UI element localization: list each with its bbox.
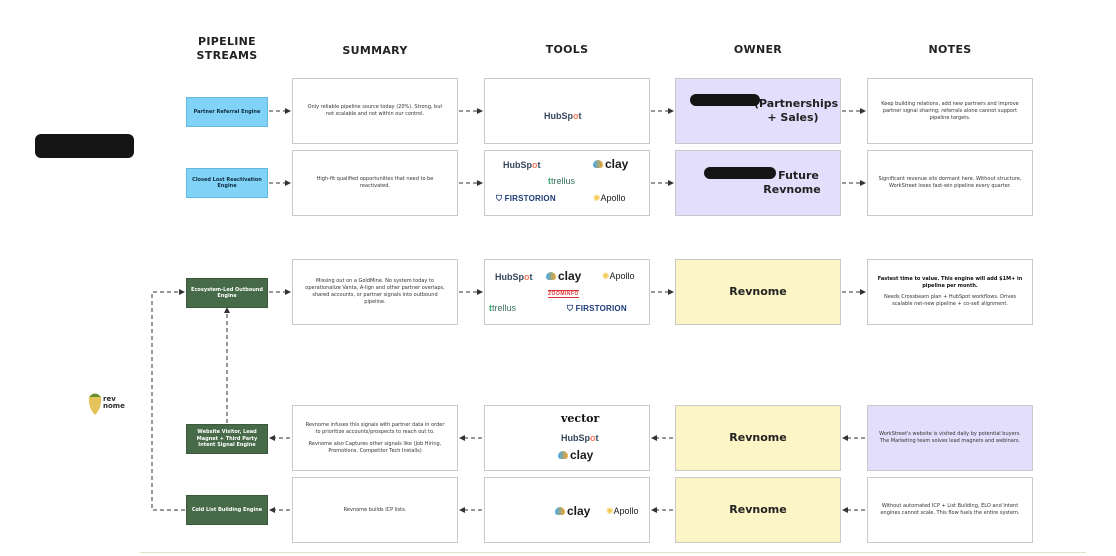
tools-ecosystem-outbound: HubSpot clay ✺Apollo ZOOMINFO ttrellus ⛉… xyxy=(484,259,650,325)
owner-website-visitor: Revnome xyxy=(675,405,841,471)
hubspot-logo: HubSpot xyxy=(503,160,541,170)
stream-website-visitor: Website Visitor, Lead Magnet + Third Par… xyxy=(186,424,268,454)
summary-ecosystem-outbound: Missing out on a GoldMine. No system tod… xyxy=(292,259,458,325)
clay-icon xyxy=(558,451,568,459)
clay-logo: clay xyxy=(546,269,581,283)
header-pipeline-streams: PIPELINE STREAMS xyxy=(186,35,268,63)
owner-ecosystem-outbound: Revnome xyxy=(675,259,841,325)
clay-icon xyxy=(546,272,556,280)
clay-logo: clay xyxy=(593,157,628,171)
notes-ecosystem-detail: Needs Crossbeam plan + HubSpot workflows… xyxy=(883,294,1017,307)
hubspot-logo: HubSpot xyxy=(495,272,533,282)
firstorion-logo: ⛉ FIRSTORION xyxy=(567,304,627,313)
tools-website-visitor: vector HubSpot clay xyxy=(484,405,650,471)
notes-closed-lost: Significant revenue sits dormant here. W… xyxy=(867,150,1033,216)
firstorion-logo: ⛉ FIRSTORION xyxy=(496,194,556,203)
apollo-logo: ✺Apollo xyxy=(602,271,635,281)
clay-logo: clay xyxy=(555,504,590,518)
redacted-company-logo xyxy=(35,134,134,158)
summary-website-visitor: Revnome infuses this signals with partne… xyxy=(292,405,458,471)
notes-cold-list: Without automated ICP + List Building, E… xyxy=(867,477,1033,543)
stream-partner-referral: Partner Referral Engine xyxy=(186,97,268,127)
owner-text-closed-lost: → Future Revnome xyxy=(763,169,821,196)
clay-icon xyxy=(593,160,603,168)
revnome-logo: rev nome xyxy=(86,388,132,416)
revnome-logo-line2: nome xyxy=(103,402,125,410)
owner-cold-list: Revnome xyxy=(675,477,841,543)
owner-partner-referral: (Partnerships + Sales) xyxy=(675,78,841,144)
stream-cold-list: Cold List Building Engine xyxy=(186,495,268,525)
zoominfo-logo: ZOOMINFO xyxy=(548,290,579,298)
clay-icon xyxy=(555,507,565,515)
summary-cold-list: Revnome builds ICP lists. xyxy=(292,477,458,543)
hubspot-logo: HubSpot xyxy=(561,433,599,443)
header-pipeline-line2: STREAMS xyxy=(196,49,258,62)
redacted-owner-name xyxy=(704,167,776,179)
tools-partner-referral: HubSpot xyxy=(484,78,650,144)
hubspot-logo: HubSpot xyxy=(544,111,582,121)
tools-cold-list: clay ✺Apollo xyxy=(484,477,650,543)
stream-closed-lost: Closed Lost Reactivation Engine xyxy=(186,168,268,198)
redacted-owner-name xyxy=(690,94,760,106)
apollo-logo: ✺Apollo xyxy=(606,506,639,516)
notes-partner-referral: Keep building relations, add new partner… xyxy=(867,78,1033,144)
header-owner: OWNER xyxy=(733,43,783,56)
owner-text-partner-referral: (Partnerships + Sales) xyxy=(754,97,839,124)
trellus-logo: ttrellus xyxy=(489,303,517,313)
header-summary: SUMMARY xyxy=(342,44,408,57)
header-pipeline-line1: PIPELINE xyxy=(198,35,256,48)
revnome-logo-line1: rev xyxy=(103,395,116,403)
vector-logo: vector xyxy=(561,412,600,425)
arrow-r5-loop-to-r3 xyxy=(151,289,185,511)
notes-ecosystem-highlight: Fastest time to value. This engine will … xyxy=(877,276,1023,289)
trellus-logo: ttrellus xyxy=(548,176,576,186)
apollo-logo: ✺Apollo xyxy=(593,193,626,203)
bottom-divider xyxy=(140,552,1086,553)
summary-partner-referral: Only reliable pipeline source today (20%… xyxy=(292,78,458,144)
header-notes: NOTES xyxy=(928,43,972,56)
summary-website-visitor-p2: Revnome also Captures other signals like… xyxy=(308,440,442,454)
owner-closed-lost: → Future Revnome xyxy=(675,150,841,216)
summary-closed-lost: High-fit qualified opportunities that ne… xyxy=(292,150,458,216)
stream-ecosystem-outbound: Ecosystem-Led Outbound Engine xyxy=(186,278,268,308)
clay-logo: clay xyxy=(558,448,593,462)
header-tools: TOOLS xyxy=(545,43,589,56)
notes-ecosystem-outbound: Fastest time to value. This engine will … xyxy=(867,259,1033,325)
tools-closed-lost: HubSpot clay ttrellus ⛉ FIRSTORION ✺Apol… xyxy=(484,150,650,216)
notes-website-visitor: WorkStreet's website is visited daily by… xyxy=(867,405,1033,471)
acorn-icon xyxy=(88,393,102,415)
summary-website-visitor-p1: Revnome infuses this signals with partne… xyxy=(305,421,445,435)
